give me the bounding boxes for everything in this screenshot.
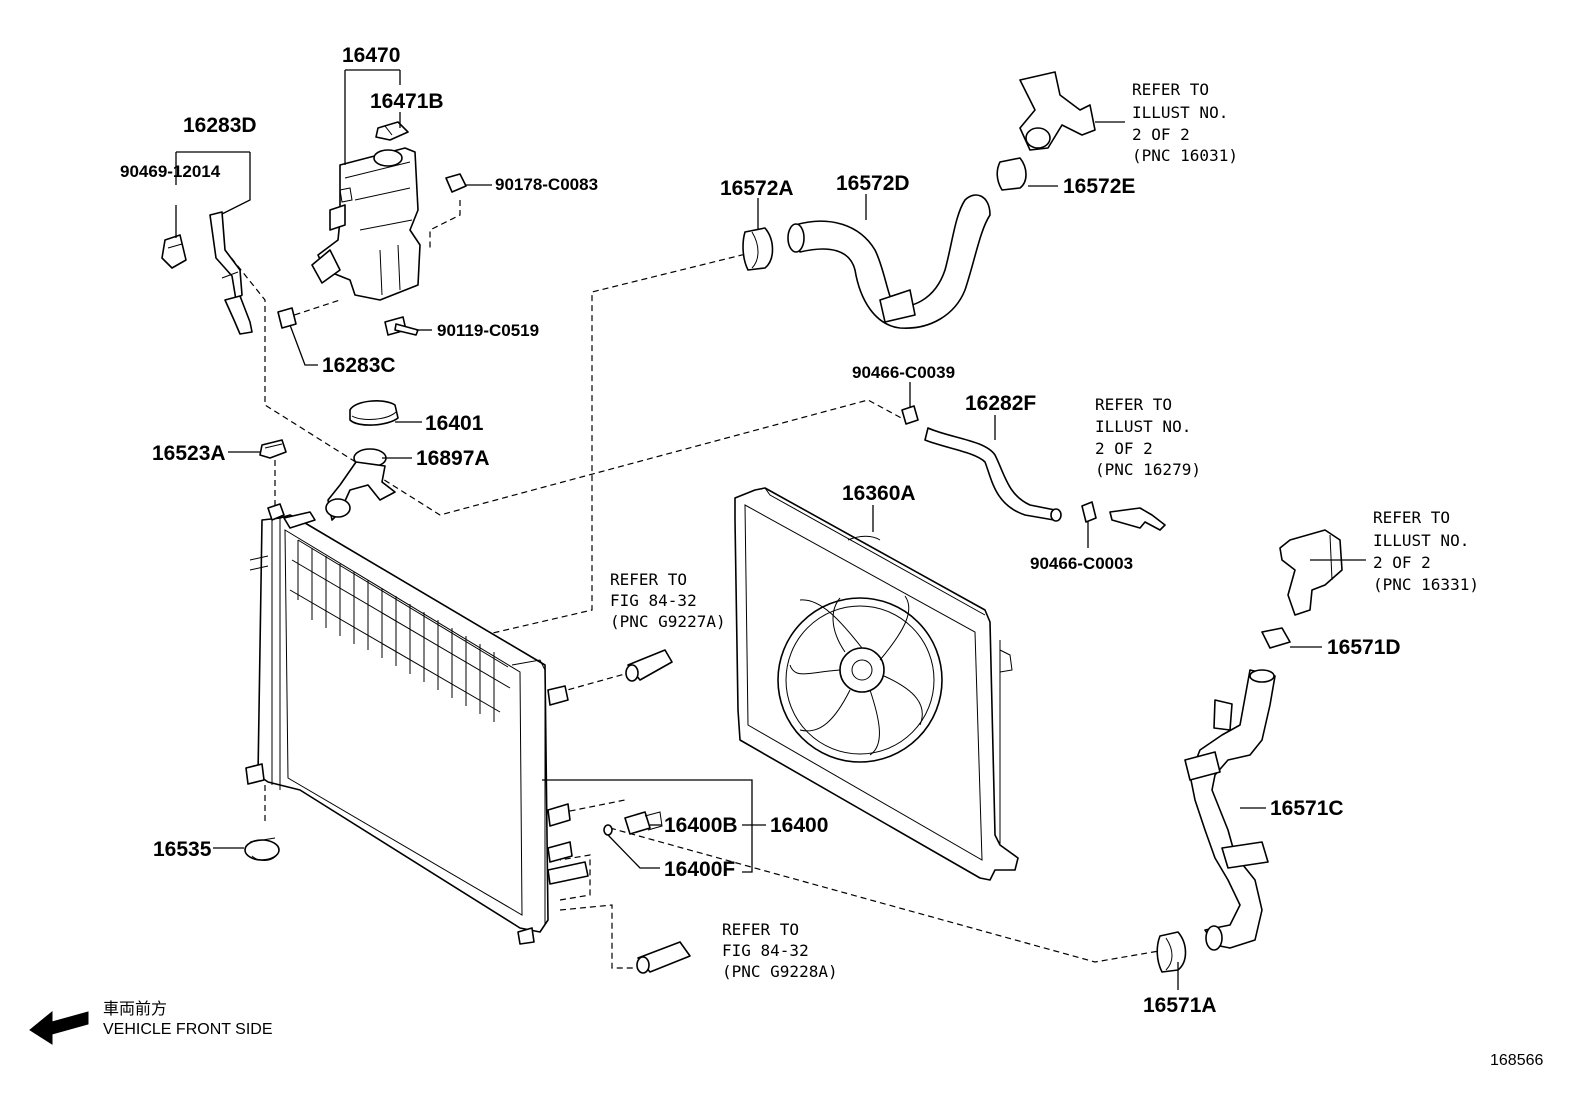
- ref-16031-line-3: 2 OF 2: [1132, 125, 1190, 144]
- ref-16331-line-2: ILLUST NO.: [1373, 531, 1469, 550]
- ref-16279-line-3: 2 OF 2: [1095, 439, 1153, 458]
- ref-16279-line-2: ILLUST NO.: [1095, 417, 1191, 436]
- direction-label-jp: 車両前方: [103, 1000, 167, 1018]
- filler-neck-16897A: [325, 448, 396, 521]
- label-90119-C0519: 90119-C0519: [437, 321, 539, 340]
- clip-90466-C0003: [1081, 501, 1097, 523]
- label-16400F: 16400F: [664, 858, 735, 881]
- label-16401: 16401: [425, 412, 484, 435]
- clamp-16572E: [996, 157, 1027, 191]
- label-16283C: 16283C: [322, 354, 396, 377]
- reference-note-pnc-16279: REFER TO ILLUST NO. 2 OF 2 (PNC 16279): [1095, 395, 1201, 479]
- overflow-hose-16283D: [209, 211, 253, 335]
- label-16470: 16470: [342, 44, 400, 67]
- label-16523A: 16523A: [152, 442, 226, 465]
- arrow-left-icon: [29, 1010, 89, 1045]
- label-16571A: 16571A: [1143, 994, 1217, 1017]
- reservoir-tank-16470: [311, 147, 421, 301]
- bushing-16523A: [259, 439, 287, 459]
- ref-16031-line-2: ILLUST NO.: [1132, 103, 1228, 122]
- label-16360A: 16360A: [842, 482, 916, 505]
- ref-16279-line-4: (PNC 16279): [1095, 460, 1201, 479]
- part-number-labels: 16470 16471B 16283D 90469-12014 90178-C0…: [120, 44, 1401, 1017]
- ref-g9228a-line-1: REFER TO: [722, 920, 799, 939]
- label-90178-C0083: 90178-C0083: [495, 175, 598, 194]
- water-inlet-fitting: [1279, 529, 1343, 616]
- label-16571D: 16571D: [1327, 636, 1401, 659]
- label-16471B: 16471B: [370, 90, 444, 113]
- ref-g9227a-line-1: REFER TO: [610, 570, 687, 589]
- clip-90466-C0039: [901, 405, 919, 425]
- ref-g9227a-line-2: FIG 84-32: [610, 591, 697, 610]
- label-90466-C0003: 90466-C0003: [1030, 554, 1133, 573]
- direction-label-en: VEHICLE FRONT SIDE: [103, 1021, 273, 1038]
- reference-note-pnc-g9228a: REFER TO FIG 84-32 (PNC G9228A): [722, 920, 838, 981]
- ref-16031-line-1: REFER TO: [1132, 80, 1209, 99]
- label-16572E: 16572E: [1063, 175, 1135, 198]
- reservoir-cap-16471B: [375, 121, 409, 141]
- label-16535: 16535: [153, 838, 212, 861]
- ref-16279-line-1: REFER TO: [1095, 395, 1172, 414]
- clamp-16571A: [1156, 931, 1187, 973]
- o-ring-16400F: [603, 824, 613, 836]
- radiator-cap-16401: [349, 400, 399, 426]
- bypass-hose-16282F: [924, 427, 1062, 522]
- water-outlet-fitting: [1019, 71, 1096, 151]
- fan-shroud-16360A: [734, 487, 1019, 881]
- ref-16331-line-3: 2 OF 2: [1373, 553, 1431, 572]
- sensor-16571D: [1261, 627, 1291, 649]
- label-16572D: 16572D: [836, 172, 910, 195]
- clip-16283C: [277, 307, 297, 329]
- bolt-90119-C0519: [384, 316, 419, 336]
- inlet-hose-16572D: [787, 194, 991, 329]
- label-16400B: 16400B: [664, 814, 738, 837]
- label-90466-C0039: 90466-C0039: [852, 363, 955, 382]
- clamp-90469-12014: [161, 234, 187, 269]
- ref-g9228a-line-2: FIG 84-32: [722, 941, 809, 960]
- illustration-number: 168566: [1490, 1052, 1543, 1069]
- label-16571C: 16571C: [1270, 797, 1344, 820]
- ref-g9228a-line-3: (PNC G9228A): [722, 962, 838, 981]
- label-90469-12014: 90469-12014: [120, 162, 221, 181]
- mount-cushion-16535: [244, 837, 280, 861]
- label-16400: 16400: [770, 814, 828, 837]
- drain-plug-16400B: [624, 811, 663, 835]
- ref-16331-line-4: (PNC 16331): [1373, 575, 1479, 594]
- label-16282F: 16282F: [965, 392, 1036, 415]
- label-16897A: 16897A: [416, 447, 490, 470]
- label-16572A: 16572A: [720, 177, 794, 200]
- clip-90178-C0083: [445, 173, 467, 193]
- clamp-16572A: [742, 227, 774, 271]
- ref-16031-line-4: (PNC 16031): [1132, 146, 1238, 165]
- atf-hose-lower: [636, 941, 691, 974]
- label-16283D: 16283D: [183, 114, 257, 137]
- outlet-hose-16571C: [1184, 669, 1276, 951]
- bypass-pipe-fitting: [1109, 507, 1166, 531]
- radiator-16400: [245, 503, 589, 945]
- reference-note-pnc-16031: REFER TO ILLUST NO. 2 OF 2 (PNC 16031): [1132, 80, 1238, 165]
- leader-lines: [175, 69, 1366, 990]
- reference-note-pnc-g9227a: REFER TO FIG 84-32 (PNC G9227A): [610, 570, 726, 631]
- ref-g9227a-line-3: (PNC G9227A): [610, 612, 726, 631]
- reference-note-pnc-16331: REFER TO ILLUST NO. 2 OF 2 (PNC 16331): [1373, 508, 1479, 594]
- vehicle-front-indicator: 車両前方 VEHICLE FRONT SIDE: [29, 1000, 273, 1045]
- ref-16331-line-1: REFER TO: [1373, 508, 1450, 527]
- atf-hose-upper: [625, 649, 673, 682]
